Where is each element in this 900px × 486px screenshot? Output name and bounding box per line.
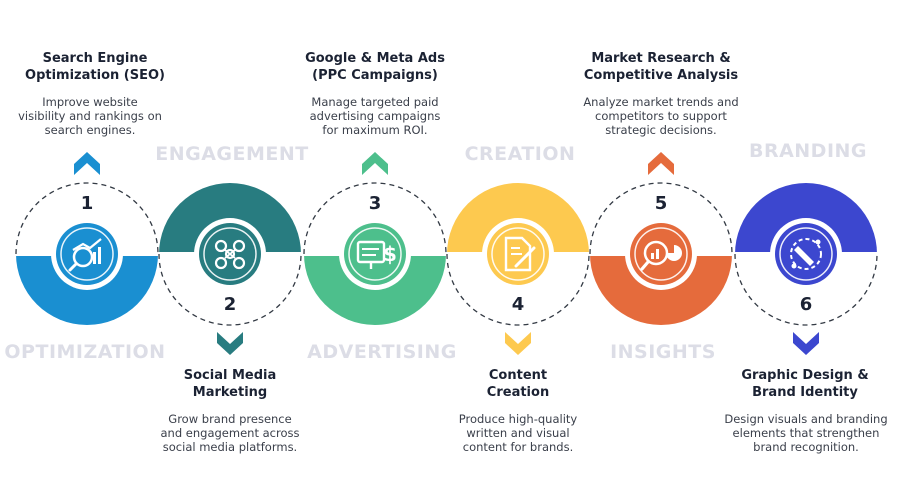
title-line: Search Engine — [42, 51, 148, 66]
step-3-category-label: ADVERTISING — [307, 341, 457, 363]
step-2-category-label: ENGAGEMENT — [155, 143, 309, 165]
description-line: written and visual — [466, 426, 570, 440]
step-6-dashed-arc — [734, 253, 878, 326]
step-6-chevron-down-icon — [793, 332, 819, 355]
step-2-badge — [194, 218, 266, 290]
svg-text:$: $ — [383, 242, 397, 266]
title-line: Creation — [486, 385, 550, 400]
title-line: Google & Meta Ads — [305, 51, 445, 66]
title-line: Market Research & — [591, 51, 731, 66]
design-pen-tool-icon — [790, 238, 822, 270]
step-6-number: 6 — [800, 294, 813, 315]
seo-chart-magnifier-icon — [68, 238, 102, 272]
step-5-title: Market Research & Competitive Analysis — [566, 50, 756, 84]
description-line: content for brands. — [462, 440, 574, 454]
step-2-number: 2 — [224, 294, 237, 315]
step-5-dashed-arc — [589, 182, 733, 255]
step-6-badge — [770, 218, 842, 290]
step-5-badge — [625, 218, 697, 290]
description-line: Grow brand presence — [168, 412, 292, 426]
title-line: Competitive Analysis — [583, 68, 739, 83]
title-line: Optimization (SEO) — [25, 68, 165, 83]
step-3-title: Google & Meta Ads (PPC Campaigns) — [280, 50, 470, 84]
step-3-number: 3 — [369, 193, 382, 214]
description-line: elements that strengthen — [732, 426, 880, 440]
description-line: Analyze market trends and — [583, 95, 739, 109]
title-line: Brand Identity — [752, 385, 858, 400]
document-pen-icon — [504, 236, 536, 272]
description-line: for maximum ROI. — [322, 123, 428, 137]
description-line: Produce high-quality — [458, 412, 578, 426]
step-1-badge — [51, 218, 123, 290]
title-line: Content — [488, 368, 548, 383]
title-line: Graphic Design & — [741, 368, 869, 383]
title-line: Social Media — [183, 368, 277, 383]
step-6-category-label: BRANDING — [748, 140, 868, 162]
step-5-number: 5 — [655, 193, 668, 214]
step-1-chevron-up-icon — [74, 152, 100, 175]
research-magnifier-chart-icon — [640, 240, 682, 271]
step-4-dashed-arc — [446, 253, 590, 326]
step-1-number: 1 — [81, 193, 94, 214]
step-4-chevron-down-icon — [505, 332, 531, 355]
description-line: social media platforms. — [162, 440, 298, 454]
step-5-chevron-up-icon — [648, 152, 674, 175]
step-1-dashed-arc — [15, 182, 159, 255]
description-line: search engines. — [44, 123, 136, 137]
description-line: strategic decisions. — [605, 123, 717, 137]
step-1-category-label: OPTIMIZATION — [4, 341, 166, 363]
description-line: brand recognition. — [753, 440, 859, 454]
title-line: Marketing — [192, 385, 268, 400]
description-line: competitors to support — [595, 109, 727, 123]
center-divider — [0, 252, 900, 256]
step-4-category-label: CREATION — [464, 143, 576, 165]
description-line: Manage targeted paid — [311, 95, 439, 109]
step-2-chevron-down-icon — [217, 332, 243, 355]
step-3-chevron-up-icon — [362, 152, 388, 175]
step-3-badge: $ — [339, 218, 411, 290]
ppc-monitor-dollar-icon: $ — [356, 240, 397, 269]
step-4-number: 4 — [512, 294, 525, 315]
step-4-badge — [482, 218, 554, 290]
description-line: Design visuals and branding — [724, 412, 888, 426]
step-6-title: Graphic Design & Brand Identity — [710, 367, 900, 401]
description-line: advertising campaigns — [309, 109, 441, 123]
step-3-dashed-arc — [303, 182, 447, 255]
step-5-category-label: INSIGHTS — [610, 341, 716, 363]
description-line: visibility and rankings on — [18, 109, 162, 123]
description-line: Improve website — [42, 95, 138, 109]
step-2-dashed-arc — [158, 253, 302, 326]
title-line: (PPC Campaigns) — [312, 68, 438, 83]
social-network-icon — [214, 239, 246, 270]
description-line: and engagement across — [160, 426, 300, 440]
